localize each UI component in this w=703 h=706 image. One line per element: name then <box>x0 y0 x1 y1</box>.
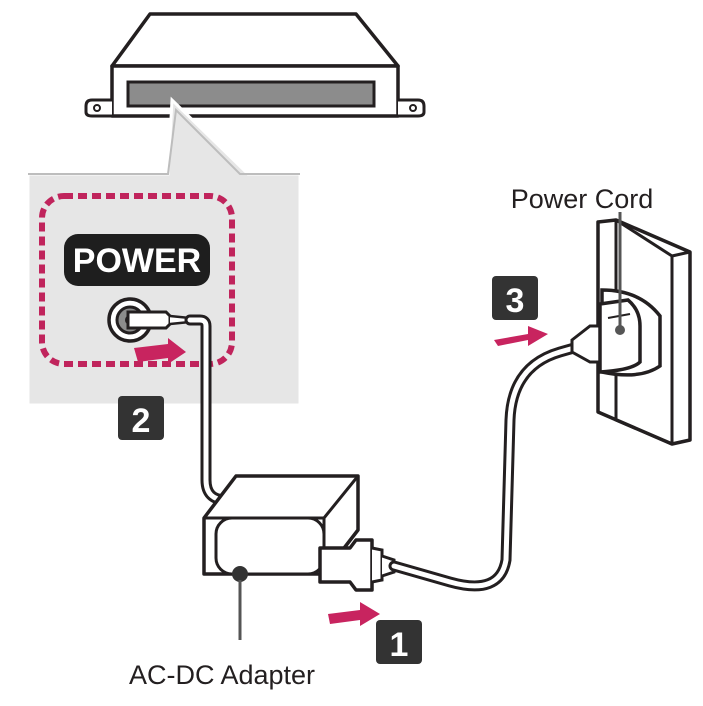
step-1-number: 1 <box>390 626 409 664</box>
ac-plug-icon <box>570 298 642 374</box>
step-3-arrow <box>494 326 548 346</box>
step-1-arrow <box>328 602 380 626</box>
ac-connector-icon <box>318 538 396 592</box>
step-1-badge: 1 <box>376 620 422 664</box>
ac-cable <box>391 345 577 589</box>
power-label-text: POWER <box>73 242 201 280</box>
step-3-badge: 3 <box>492 276 538 320</box>
step-2-arrow <box>134 338 186 364</box>
power-cord-label: Power Cord <box>511 184 654 214</box>
set-top-box-icon <box>84 12 426 118</box>
power-label: POWER <box>64 234 210 286</box>
step-3-number: 3 <box>506 282 525 320</box>
power-port-highlight <box>39 193 235 367</box>
ac-dc-adapter-label: AC-DC Adapter <box>129 660 315 690</box>
step-2-number: 2 <box>132 402 151 440</box>
cord-leader-dot <box>615 325 625 335</box>
ac-cable-outline <box>388 342 580 592</box>
step-2-badge: 2 <box>118 396 164 440</box>
